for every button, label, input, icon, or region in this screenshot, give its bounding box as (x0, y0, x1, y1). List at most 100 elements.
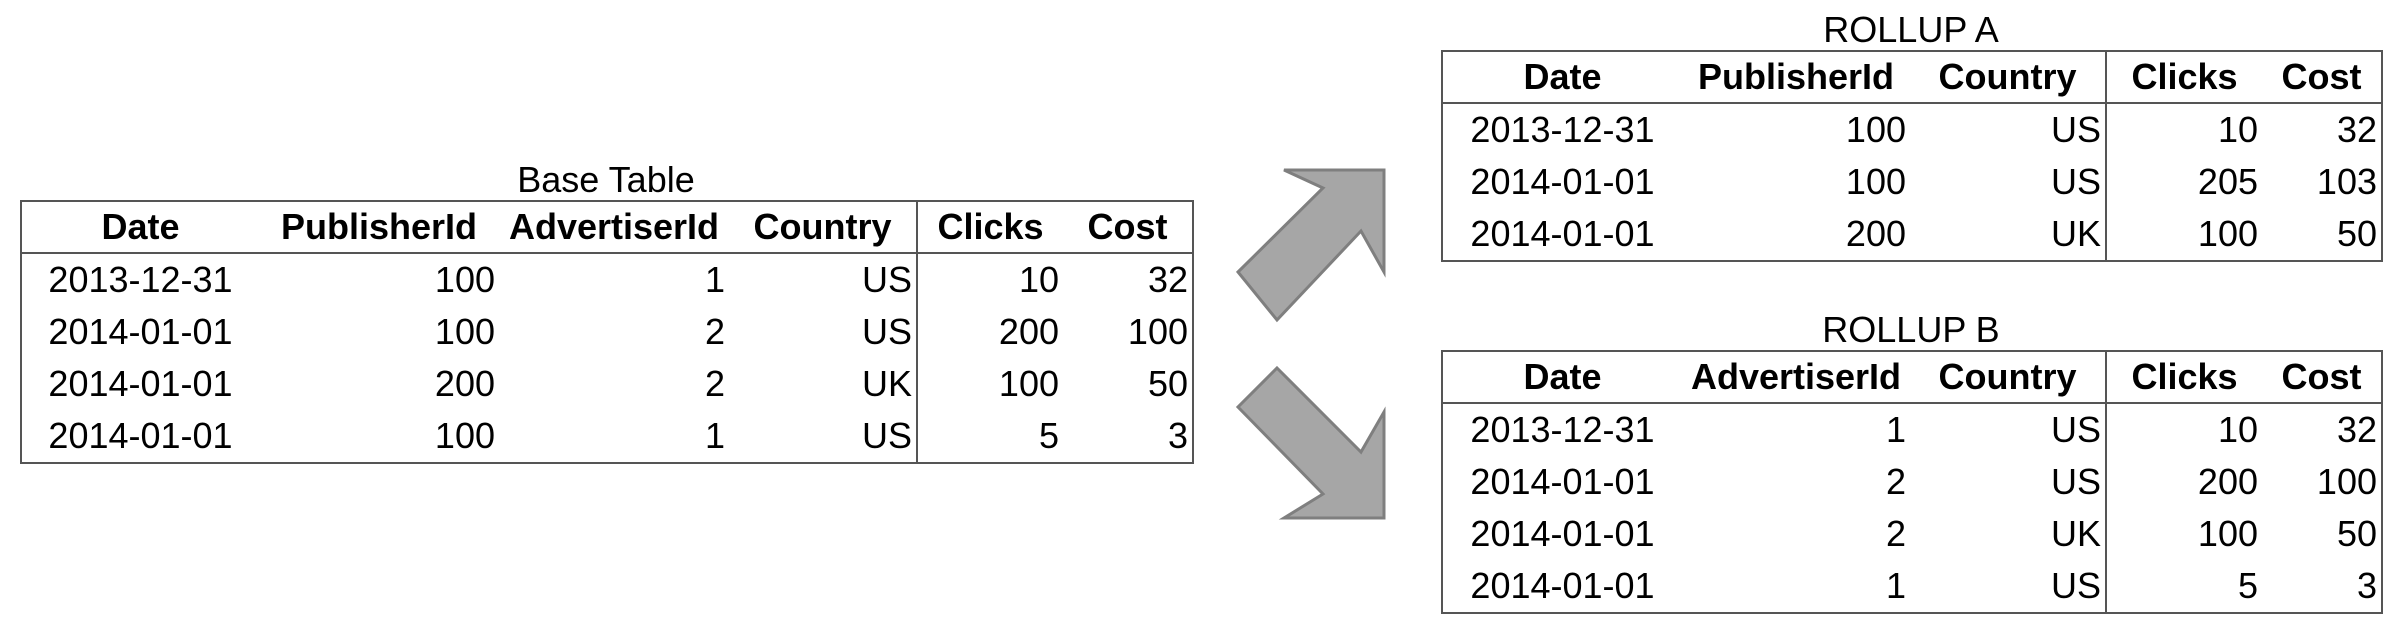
cell-date: 2014-01-01 (1470, 161, 1655, 202)
cell-clicks: 10 (916, 253, 1063, 306)
column-header-date: Date (1442, 51, 1682, 104)
column-header-clicks: Clicks (2105, 51, 2262, 104)
table-row: 2014-01-01 200 2 UK 100 50 (21, 358, 1193, 410)
cell-cost: 50 (1147, 363, 1188, 404)
cell-advertiserid: 1 (1885, 565, 1906, 606)
column-header-country: Country (1910, 51, 2106, 104)
cell-advertiserid: 1 (704, 259, 725, 300)
cell-advertiserid: 2 (704, 363, 725, 404)
column-header-advertiserid: AdvertiserId (499, 201, 729, 254)
cell-country: US (861, 415, 912, 456)
cell-clicks: 100 (2105, 208, 2262, 261)
cell-publisherid: 100 (434, 415, 495, 456)
cell-publisherid: 200 (434, 363, 495, 404)
table-row: 2014-01-01 1 US 5 3 (1442, 560, 2382, 613)
cell-cost: 50 (2336, 513, 2377, 554)
cell-clicks: 100 (916, 358, 1063, 410)
column-header-publisherid: PublisherId (1682, 51, 1910, 104)
rollup-a-block: ROLLUP A Date PublisherId Country Clicks… (1441, 10, 2383, 262)
base-table: Date PublisherId AdvertiserId Country Cl… (20, 200, 1194, 464)
arrow-up-right-icon (1235, 168, 1386, 323)
cell-country: US (2050, 109, 2101, 150)
rollup-b-block: ROLLUP B Date AdvertiserId Country Click… (1441, 310, 2383, 614)
cell-country: US (861, 259, 912, 300)
column-header-cost: Cost (2262, 51, 2382, 104)
cell-date: 2013-12-31 (1470, 109, 1655, 150)
column-header-date: Date (1442, 351, 1682, 404)
cell-date: 2014-01-01 (48, 415, 233, 456)
cell-publisherid: 100 (434, 259, 495, 300)
cell-publisherid: 100 (434, 311, 495, 352)
table-row: 2013-12-31 100 1 US 10 32 (21, 253, 1193, 306)
column-header-advertiserid: AdvertiserId (1682, 351, 1910, 404)
column-header-publisherid: PublisherId (259, 201, 499, 254)
cell-clicks: 5 (916, 410, 1063, 463)
cell-cost: 32 (1147, 259, 1188, 300)
cell-clicks: 10 (2105, 103, 2262, 156)
cell-cost: 50 (2336, 213, 2377, 254)
cell-clicks: 100 (2105, 508, 2262, 560)
base-table-block: Base Table Date PublisherId AdvertiserId… (20, 160, 1194, 464)
table-row: 2013-12-31 1 US 10 32 (1442, 403, 2382, 456)
column-header-date: Date (21, 201, 259, 254)
cell-clicks: 200 (2105, 456, 2262, 508)
cell-cost: 100 (2316, 461, 2377, 502)
cell-country: US (2050, 409, 2101, 450)
cell-advertiserid: 2 (1885, 513, 1906, 554)
cell-date: 2014-01-01 (1470, 461, 1655, 502)
table-row: 2014-01-01 100 1 US 5 3 (21, 410, 1193, 463)
table-row: 2014-01-01 200 UK 100 50 (1442, 208, 2382, 261)
cell-country: UK (2050, 513, 2101, 554)
cell-cost: 32 (2336, 109, 2377, 150)
cell-country: US (2050, 461, 2101, 502)
cell-cost: 32 (2336, 409, 2377, 450)
cell-publisherid: 100 (1845, 161, 1906, 202)
column-header-clicks: Clicks (2105, 351, 2262, 404)
cell-cost: 3 (1167, 415, 1188, 456)
arrow-down-right-icon (1235, 365, 1386, 520)
cell-date: 2013-12-31 (1470, 409, 1655, 450)
cell-country: US (861, 311, 912, 352)
cell-publisherid: 100 (1845, 109, 1906, 150)
cell-date: 2014-01-01 (1470, 513, 1655, 554)
column-header-country: Country (1910, 351, 2106, 404)
cell-advertiserid: 1 (1885, 409, 1906, 450)
column-header-clicks: Clicks (916, 201, 1063, 254)
cell-date: 2014-01-01 (1470, 565, 1655, 606)
cell-advertiserid: 1 (704, 415, 725, 456)
rollup-b-title: ROLLUP B (1822, 309, 2000, 350)
cell-country: US (2050, 565, 2101, 606)
rollup-a-table: Date PublisherId Country Clicks Cost 201… (1441, 50, 2383, 262)
cell-clicks: 205 (2105, 156, 2262, 208)
column-header-country: Country (729, 201, 917, 254)
cell-country: UK (2050, 213, 2101, 254)
cell-date: 2014-01-01 (48, 311, 233, 352)
cell-cost: 3 (2356, 565, 2377, 606)
cell-clicks: 5 (2105, 560, 2262, 613)
column-header-cost: Cost (2262, 351, 2382, 404)
cell-cost: 103 (2316, 161, 2377, 202)
cell-publisherid: 200 (1845, 213, 1906, 254)
table-row: 2014-01-01 2 US 200 100 (1442, 456, 2382, 508)
base-table-title: Base Table (517, 159, 695, 200)
table-header-row: Date AdvertiserId Country Clicks Cost (1442, 351, 2382, 404)
table-header-row: Date PublisherId AdvertiserId Country Cl… (21, 201, 1193, 254)
cell-clicks: 10 (2105, 403, 2262, 456)
cell-cost: 100 (1127, 311, 1188, 352)
column-header-cost: Cost (1063, 201, 1193, 254)
table-row: 2014-01-01 100 US 205 103 (1442, 156, 2382, 208)
table-row: 2013-12-31 100 US 10 32 (1442, 103, 2382, 156)
cell-country: US (2050, 161, 2101, 202)
table-row: 2014-01-01 100 2 US 200 100 (21, 306, 1193, 358)
rollup-b-table: Date AdvertiserId Country Clicks Cost 20… (1441, 350, 2383, 614)
cell-advertiserid: 2 (704, 311, 725, 352)
table-row: 2014-01-01 2 UK 100 50 (1442, 508, 2382, 560)
rollup-a-title: ROLLUP A (1823, 9, 1999, 50)
cell-clicks: 200 (916, 306, 1063, 358)
cell-country: UK (861, 363, 912, 404)
cell-advertiserid: 2 (1885, 461, 1906, 502)
table-header-row: Date PublisherId Country Clicks Cost (1442, 51, 2382, 104)
cell-date: 2013-12-31 (48, 259, 233, 300)
cell-date: 2014-01-01 (1470, 213, 1655, 254)
